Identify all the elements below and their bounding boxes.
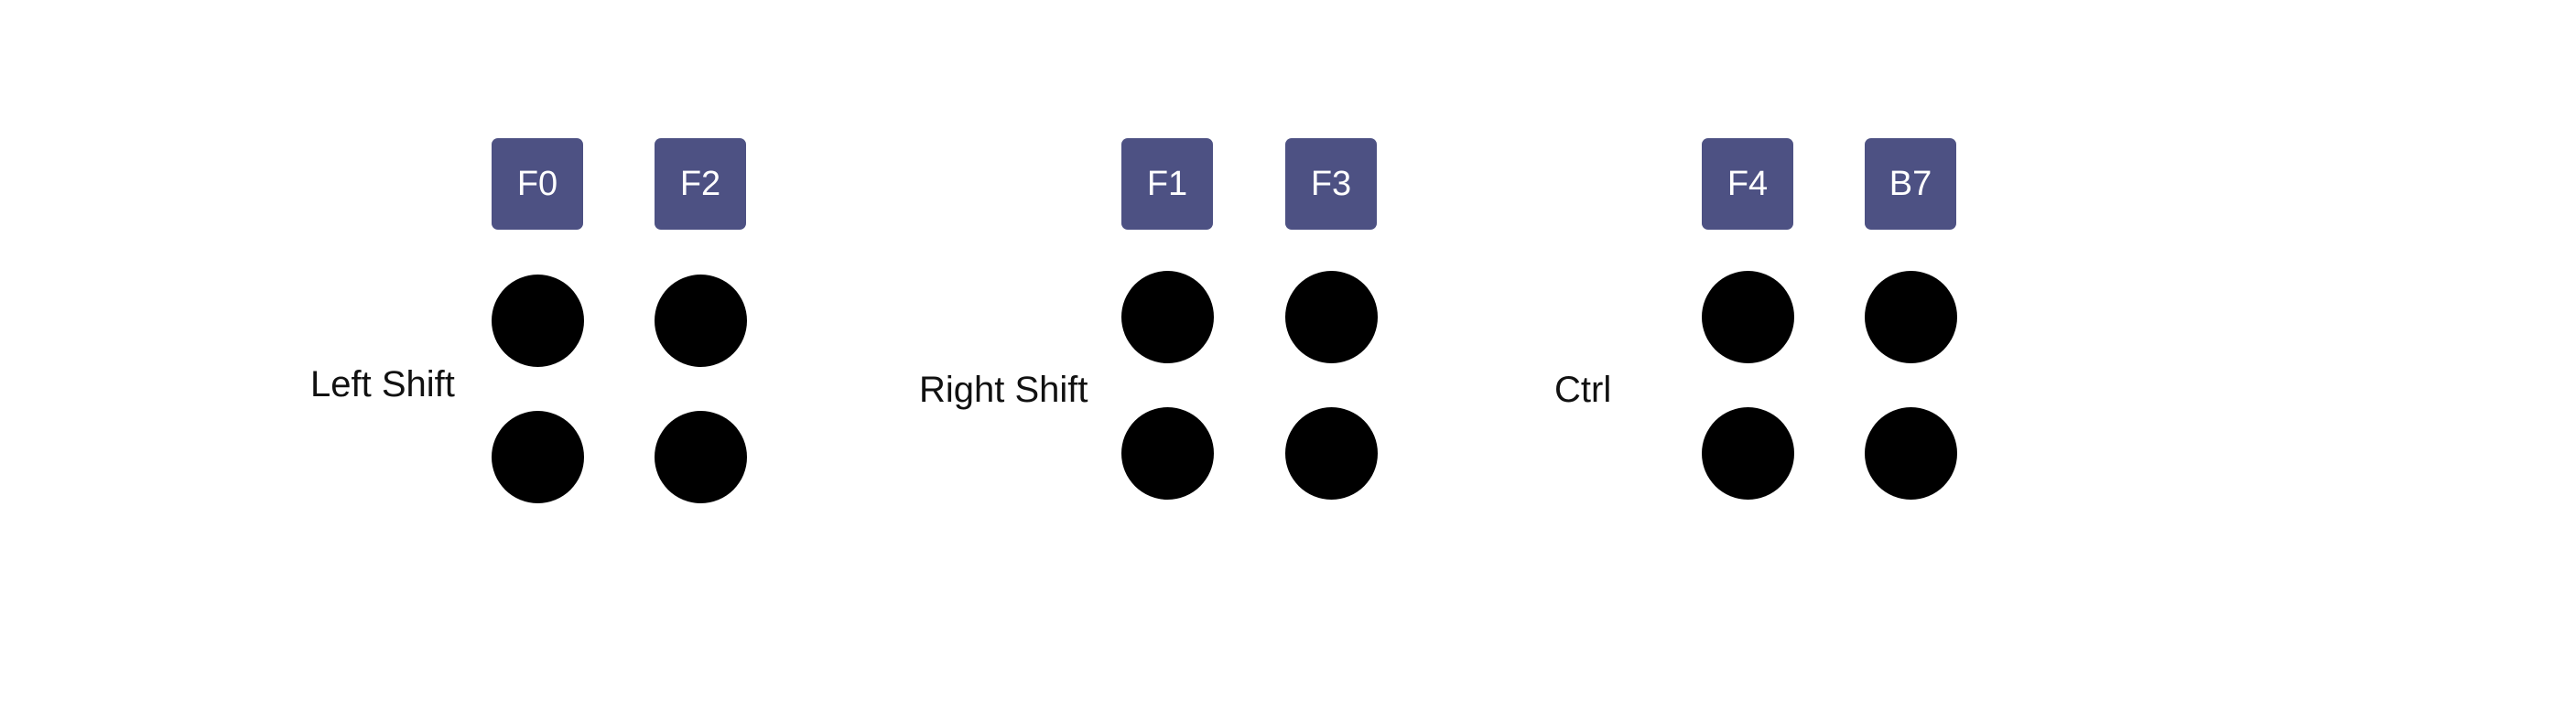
key-label-box: F3: [1285, 138, 1377, 230]
group-label: Left Shift: [310, 364, 455, 404]
dot-marker: [655, 275, 747, 367]
dot-marker: [1702, 407, 1794, 500]
key-label-box: F4: [1702, 138, 1793, 230]
dot-marker: [1121, 407, 1214, 500]
dot-marker: [1865, 407, 1957, 500]
dot-marker: [1865, 271, 1957, 363]
key-label-box: F1: [1121, 138, 1213, 230]
dot-marker: [492, 411, 584, 503]
dot-marker: [655, 411, 747, 503]
dot-marker: [1285, 407, 1378, 500]
dot-marker: [1702, 271, 1794, 363]
dot-marker: [1285, 271, 1378, 363]
key-label-box: F2: [655, 138, 746, 230]
dot-marker: [1121, 271, 1214, 363]
group-label: Right Shift: [919, 370, 1088, 410]
group-label: Ctrl: [1554, 370, 1612, 410]
dot-marker: [492, 275, 584, 367]
key-label-box: B7: [1865, 138, 1956, 230]
key-label-box: F0: [492, 138, 583, 230]
